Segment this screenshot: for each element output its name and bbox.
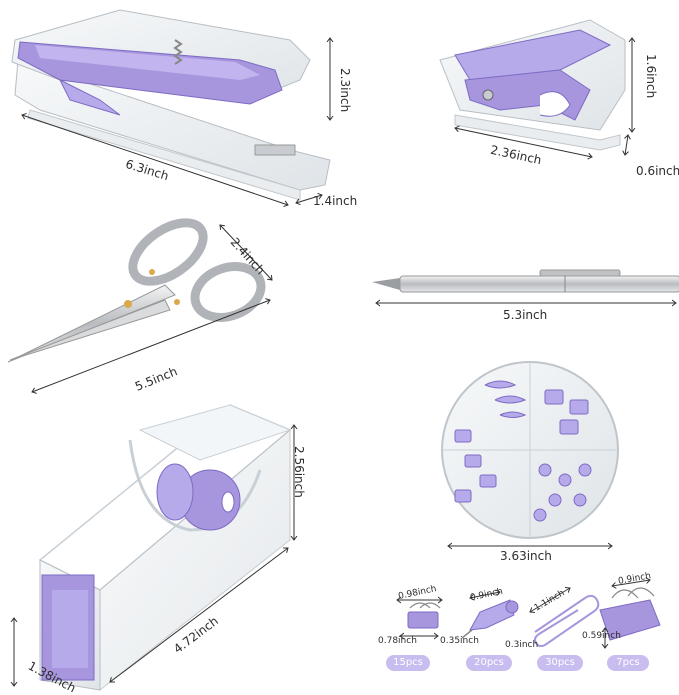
pen-length-label: 5.3inch: [503, 308, 548, 322]
container-diameter-label: 3.63inch: [500, 549, 552, 563]
remover-height-label: 1.6inch: [644, 54, 658, 99]
binder-clip-large: [599, 580, 661, 648]
push-pin-side-label: 0.35inch: [440, 636, 479, 646]
push-pin: [461, 592, 519, 639]
stapler-height-label: 2.3inch: [338, 68, 352, 113]
pen: [372, 269, 679, 293]
stapler-width-label: 1.4inch: [313, 194, 358, 208]
tape-height-label: 2.56inch: [292, 446, 306, 498]
paper-clip-count-badge: 30pcs: [537, 655, 583, 671]
binder-clip-count-badge: 15pcs: [386, 655, 430, 671]
paper-clip-side-label: 0.3inch: [505, 640, 539, 650]
paper-clip: [530, 588, 600, 648]
binder-clip-small: [397, 600, 442, 636]
push-pin-count-badge: 20pcs: [466, 655, 512, 671]
large-clip-count-badge: 7pcs: [607, 655, 649, 671]
stapler: [11, 9, 331, 201]
large-clip-side-label: 0.59inch: [582, 631, 621, 641]
scissors: [7, 218, 266, 363]
round-container: [441, 361, 619, 539]
binder-clip-side-label: 0.78inch: [378, 636, 417, 646]
tape-dispenser: [38, 404, 292, 692]
remover-width-label: 0.6inch: [636, 164, 679, 178]
